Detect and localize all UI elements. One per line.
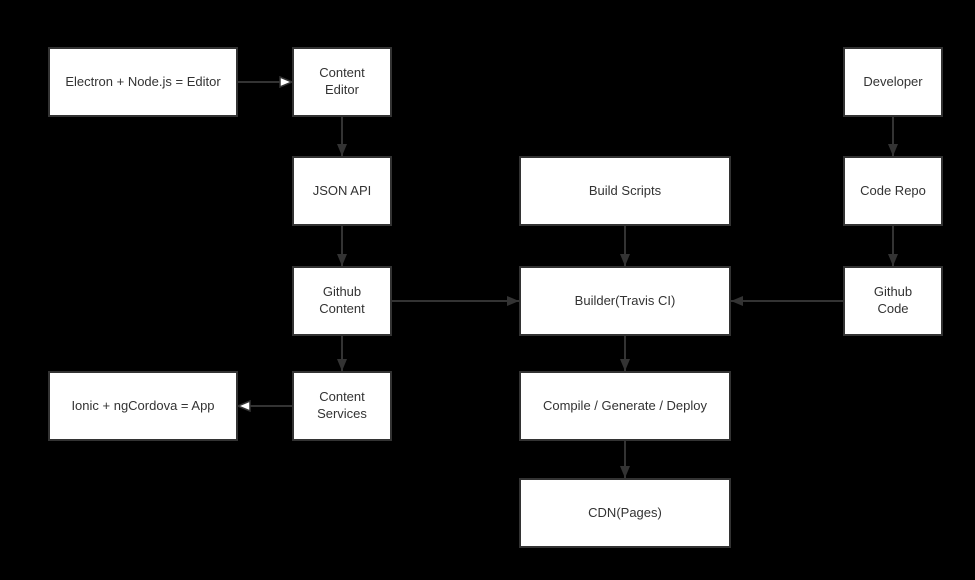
node-cdn: CDN(Pages) — [519, 478, 731, 548]
node-builder: Builder(Travis CI) — [519, 266, 731, 336]
node-content-services: Content Services — [292, 371, 392, 441]
node-build-scripts: Build Scripts — [519, 156, 731, 226]
node-github-code: Github Code — [843, 266, 943, 336]
node-content-editor: Content Editor — [292, 47, 392, 117]
node-ionic-app: Ionic + ngCordova = App — [48, 371, 238, 441]
node-github-content: Github Content — [292, 266, 392, 336]
node-code-repo: Code Repo — [843, 156, 943, 226]
node-developer: Developer — [843, 47, 943, 117]
node-compile: Compile / Generate / Deploy — [519, 371, 731, 441]
node-electron-editor: Electron + Node.js = Editor — [48, 47, 238, 117]
node-json-api: JSON API — [292, 156, 392, 226]
